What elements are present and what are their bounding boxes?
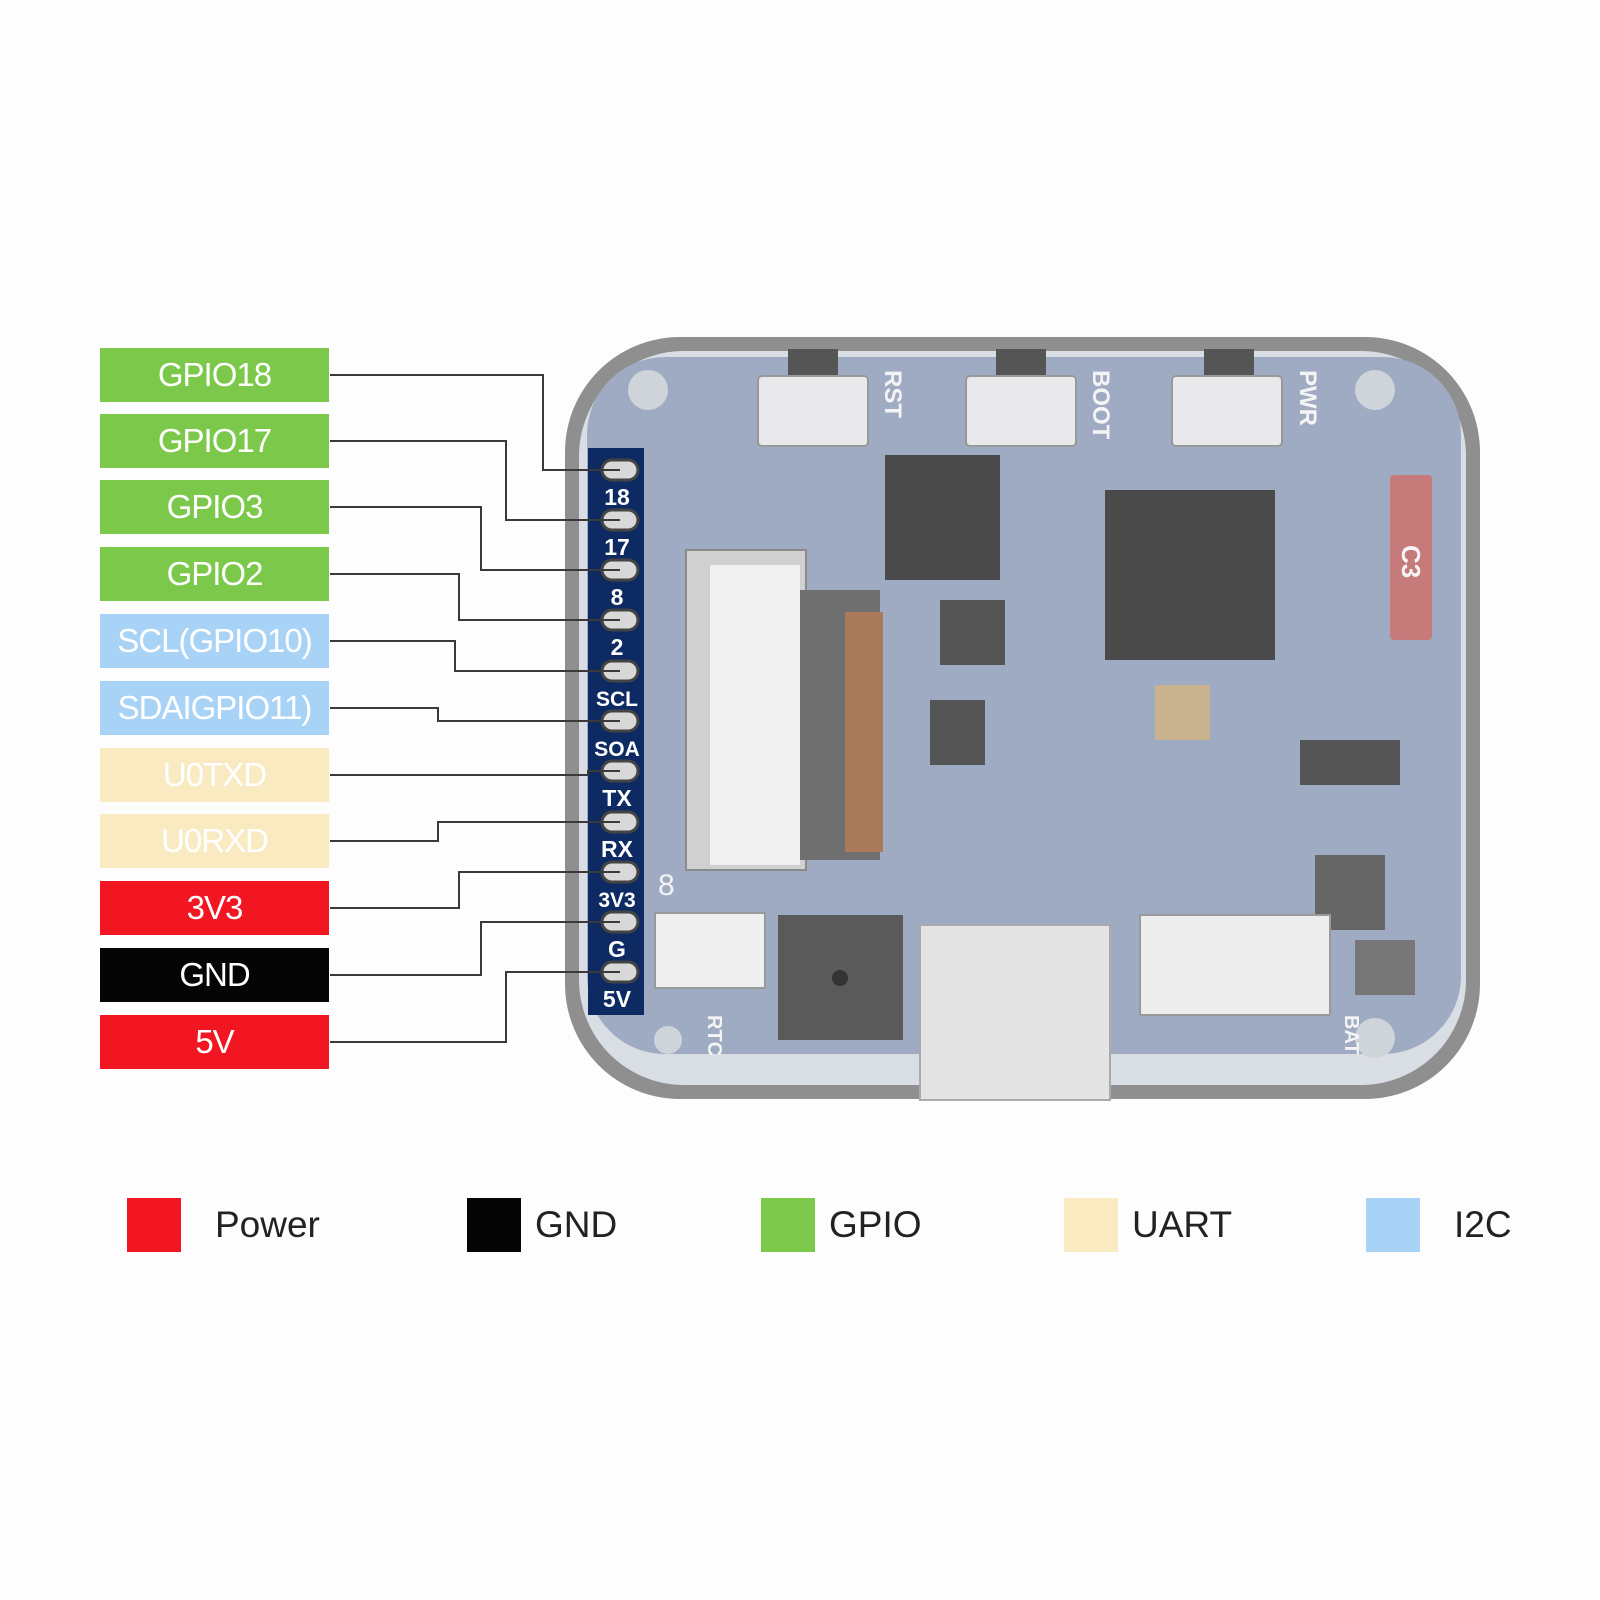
boot-label: BOOT (1087, 370, 1114, 440)
rtc-label: RTC (703, 1015, 725, 1056)
pin-label-u0txd: U0TXD (100, 748, 329, 802)
pin-label-scl-gpio10: SCL(GPIO10) (100, 614, 329, 668)
legend-label: GPIO (829, 1204, 922, 1245)
pin-label-gnd: GND (100, 948, 329, 1002)
leader-line (330, 640, 620, 672)
legend-label: Power (215, 1204, 320, 1245)
boot-button (996, 349, 1046, 377)
header-pin-label: TX (602, 785, 632, 811)
pin-label-3v3: 3V3 (100, 881, 329, 935)
header-pin-label: 2 (611, 634, 624, 660)
pwr-button-body (1171, 375, 1283, 447)
fpc-cable-traces (845, 612, 883, 852)
header-pin-label: SCL (596, 688, 638, 711)
fpc-latch (710, 565, 800, 865)
c3-label: C3 (1396, 545, 1426, 578)
header-pin-label: RX (601, 836, 634, 862)
header-pin-label: 17 (604, 534, 630, 560)
mount-hole (1355, 370, 1395, 410)
leader-line (330, 374, 620, 471)
rst-button-body (757, 375, 869, 447)
antenna-chip (1390, 475, 1432, 640)
leader-line (330, 821, 620, 842)
leader-line (330, 871, 620, 909)
leader-line (330, 971, 620, 1043)
mount-hole (628, 370, 668, 410)
flash-chip (885, 455, 1000, 580)
legend-swatch (127, 1198, 181, 1252)
leader-line (330, 707, 620, 722)
legend-item-gpio: GPIO (761, 1198, 922, 1252)
usb-c-port (919, 924, 1111, 1101)
pin-label-gpio17: GPIO17 (100, 414, 329, 468)
header-pin-label: 3V3 (598, 889, 635, 912)
rtc-connector (654, 912, 766, 989)
legend-label: GND (535, 1204, 618, 1245)
leader-line (330, 921, 620, 976)
legend-label: UART (1132, 1204, 1233, 1245)
imu-chip (940, 600, 1005, 665)
bat-connector (1139, 914, 1331, 1016)
ic-chip (930, 700, 985, 765)
boot-button-body (965, 375, 1077, 447)
leader-line (330, 573, 620, 621)
regulator-chip (1300, 740, 1400, 785)
header-pin-label: 8 (611, 584, 624, 610)
legend-swatch (761, 1198, 815, 1252)
leader-line (330, 440, 620, 521)
rst-label: RST (879, 370, 906, 418)
buzzer-hole (832, 970, 848, 986)
mount-hole (1355, 1018, 1395, 1058)
soc-chip (1105, 490, 1275, 660)
legend-item-gnd: GND (467, 1198, 617, 1252)
pin-label-u0rxd: U0RXD (100, 814, 329, 868)
mount-hole (654, 1026, 682, 1054)
legend-item-uart: UART (1064, 1198, 1232, 1252)
pin-label-sdaigpio11: SDAIGPIO11) (100, 681, 329, 735)
header-pin-label: SOA (594, 738, 640, 761)
leader-lines (330, 374, 620, 1043)
header-pin-label: 5V (603, 986, 632, 1012)
rst-button (788, 349, 838, 377)
pin-label-5v: 5V (100, 1015, 329, 1069)
pwr-button (1204, 349, 1254, 377)
legend-swatch (467, 1198, 521, 1252)
leader-line (330, 770, 620, 776)
pin-label-gpio3: GPIO3 (100, 480, 329, 534)
crystal (1155, 685, 1210, 740)
bat-label: BAT (1340, 1015, 1362, 1055)
pin8-label: 8 (658, 869, 675, 902)
header-pin-label: 18 (604, 484, 630, 510)
header-pin-label: G (608, 936, 626, 962)
legend-item-i2c: I2C (1366, 1198, 1512, 1252)
legend-item-power: Power (127, 1198, 320, 1252)
leader-line (330, 506, 620, 571)
legend-swatch (1366, 1198, 1420, 1252)
legend-swatch (1064, 1198, 1118, 1252)
pin-label-gpio18: GPIO18 (100, 348, 329, 402)
pin-label-gpio2: GPIO2 (100, 547, 329, 601)
mic (1355, 940, 1415, 995)
pwr-label: PWR (1294, 370, 1321, 426)
legend-label: I2C (1454, 1204, 1512, 1245)
